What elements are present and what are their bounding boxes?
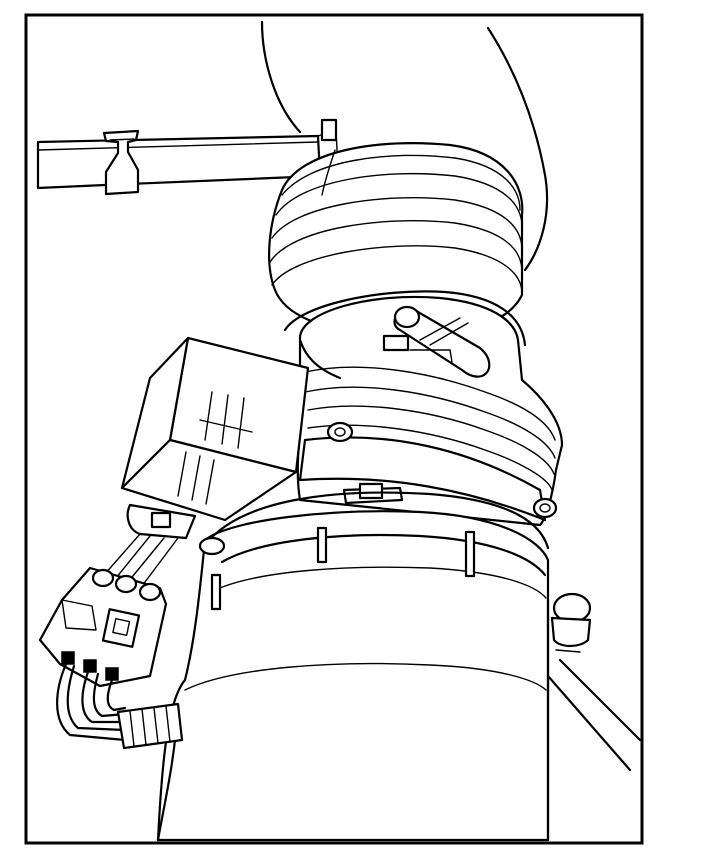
mounting-bracket — [36, 118, 339, 196]
electrical-connector — [38, 566, 168, 688]
duct-tube — [268, 142, 524, 338]
hose-clamp — [546, 592, 642, 772]
wiring-harness — [56, 662, 184, 750]
alignment-lines — [103, 533, 179, 587]
intake-hose — [260, 20, 549, 272]
sensor-module — [120, 336, 310, 556]
duct-tube-lower — [156, 491, 550, 842]
mass-airflow-sensor — [283, 290, 564, 527]
